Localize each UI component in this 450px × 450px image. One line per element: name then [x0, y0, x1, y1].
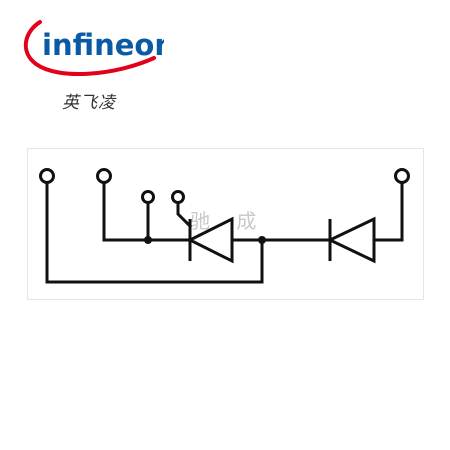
- aux-terminal-icon: [171, 190, 185, 204]
- diagram-frame: [27, 148, 424, 300]
- terminal-2-icon: [96, 168, 112, 184]
- thyristor-triangle: [186, 216, 234, 264]
- terminal-3-icon: [394, 168, 410, 184]
- watermark: 驰 成: [190, 209, 266, 233]
- wire-aux: [176, 201, 193, 229]
- diode-triangle: [326, 216, 376, 264]
- gate-terminal-icon: [141, 190, 155, 204]
- watermark-text: 驰 成: [190, 209, 266, 233]
- junction-dot-gate: [144, 236, 152, 244]
- junction-dot-midpoint: [258, 236, 266, 244]
- logo-wordmark: infineon: [42, 28, 164, 62]
- logo-swoosh: [24, 20, 156, 77]
- terminal-1-icon: [39, 168, 55, 184]
- infineon-logo: infineon: [14, 8, 164, 82]
- thyristor-symbol: [186, 216, 234, 264]
- diode-symbol: [326, 216, 376, 264]
- brand-chinese-mark: 英飞凌: [62, 93, 116, 113]
